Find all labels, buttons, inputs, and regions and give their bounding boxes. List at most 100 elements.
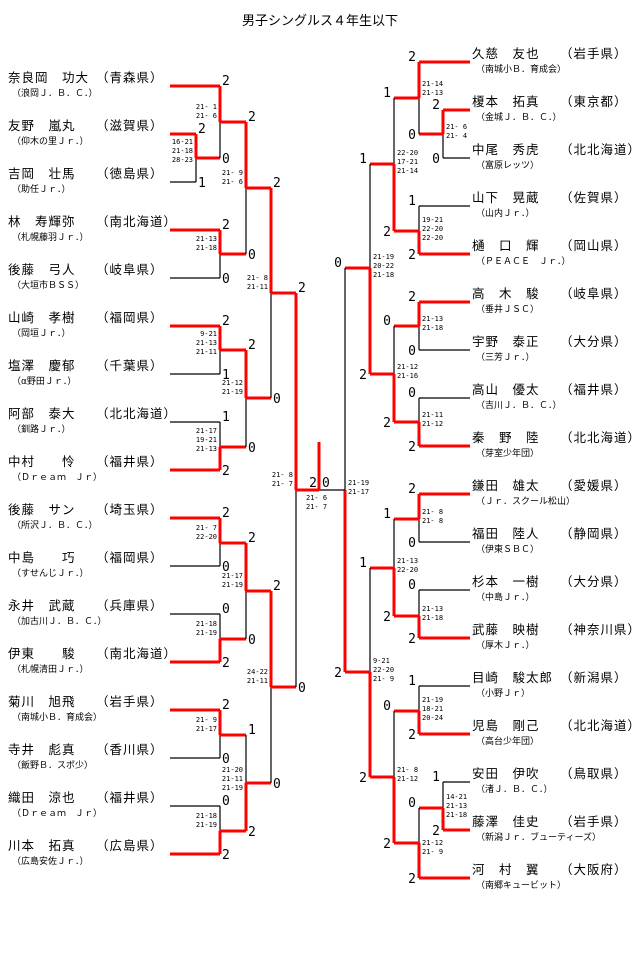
game-score: 21-14 (422, 80, 443, 88)
game-score: 21-14 (397, 167, 418, 175)
games-won: 1 (222, 410, 230, 425)
game-score: 24-22 (247, 668, 268, 676)
player-name: 山崎 孝樹 (8, 310, 76, 325)
game-score: 21-16 (397, 372, 418, 380)
game-score: 21-18 (422, 614, 443, 622)
game-score: 21-19 (222, 581, 243, 589)
player-prefecture: （岡山県） (560, 238, 628, 253)
game-score: 19-21 (196, 436, 217, 444)
game-score: 20-22 (373, 262, 394, 270)
player-club: （ＰＥＡＣＥ Ｊｒ．） (476, 257, 571, 267)
games-won: 2 (248, 531, 256, 546)
games-won: 2 (408, 728, 416, 743)
player-prefecture: （岩手県） (560, 46, 628, 61)
player-prefecture: （千葉県） (96, 358, 164, 373)
game-score: 9-21 (200, 330, 217, 338)
player-club: （厚木Ｊｒ．） (476, 641, 535, 651)
games-won: 2 (408, 482, 416, 497)
player-club: （飯野Ｂ．スポ少） (12, 761, 94, 771)
games-won: 2 (383, 837, 391, 852)
game-score: 21- 7 (272, 480, 293, 488)
player-entry: 中村 怜（福井県）（Ｄｒｅａｍ Ｊｒ） (8, 451, 173, 487)
games-won: 2 (248, 110, 256, 125)
player-prefecture: （北北海道） (96, 406, 178, 421)
games-won: 2 (432, 824, 440, 839)
player-entry: 福田 陸人（静岡県）（伊東ＳＢＣ） (472, 523, 637, 559)
player-prefecture: （岐阜県） (96, 262, 164, 277)
player-name: 林 寿輝弥 (8, 214, 76, 229)
player-name: 宇野 泰正 (472, 334, 540, 349)
game-score: 21-12 (397, 363, 418, 371)
games-won: 1 (408, 674, 416, 689)
player-entry: 藤澤 佳史（岩手県）（新潟Ｊｒ．ブューティーズ） (472, 811, 637, 847)
player-club: （仰木の里Ｊｒ．） (12, 137, 89, 147)
player-entry: 榎本 拓真（東京都）（金城Ｊ．Ｂ．Ｃ．） (472, 91, 637, 127)
games-won: 0 (432, 152, 440, 167)
player-prefecture: （南北海道） (96, 646, 178, 661)
player-club: （南城小Ｂ．育成会） (476, 65, 567, 75)
games-won: 0 (408, 128, 416, 143)
player-club: （札幌藤羽Ｊｒ．） (12, 233, 89, 243)
player-entry: 寺井 彪真（香川県）（飯野Ｂ．スポ少） (8, 739, 173, 775)
player-club: （芽室少年団） (476, 449, 540, 459)
games-won: 0 (222, 560, 230, 575)
player-prefecture: （兵庫県） (96, 598, 164, 613)
game-score: 22-20 (422, 225, 443, 233)
games-won: 2 (222, 464, 230, 479)
games-won: 2 (222, 74, 230, 89)
player-club: （金城Ｊ．Ｂ．Ｃ．） (476, 113, 562, 123)
player-entry: 織田 涼也（福井県）（Ｄｒｅａｍ Ｊｒ） (8, 787, 173, 823)
player-club: （中島Ｊｒ．） (476, 593, 535, 603)
player-club: （高台少年団） (476, 737, 540, 747)
player-entry: 河 村 翼（大阪府）（南郷キュービット） (472, 859, 637, 895)
player-name: 鎌田 雄太 (472, 478, 540, 493)
player-entry: 奈良岡 功大（青森県）（浪岡Ｊ．Ｂ．Ｃ．） (8, 67, 173, 103)
games-won: 2 (248, 338, 256, 353)
player-name: 秦 野 陸 (472, 430, 540, 445)
player-prefecture: （青森県） (96, 70, 164, 85)
game-score: 22-20 (397, 566, 418, 574)
games-won: 2 (222, 656, 230, 671)
games-won: 2 (198, 122, 206, 137)
games-won: 2 (383, 225, 391, 240)
player-entry: 友野 嵐丸（滋賀県）（仰木の里Ｊｒ．） (8, 115, 173, 151)
player-name: 川本 拓真 (8, 838, 76, 853)
player-club: （助任Ｊｒ．） (12, 185, 71, 195)
game-score: 21-13 (196, 339, 217, 347)
games-won: 0 (222, 752, 230, 767)
game-score: 21- 8 (422, 517, 443, 525)
games-won: 2 (222, 314, 230, 329)
player-entry: 児島 剛己（北北海道）（高台少年団） (472, 715, 640, 751)
game-score: 21-18 (373, 271, 394, 279)
player-prefecture: （香川県） (96, 742, 164, 757)
games-won: 2 (432, 98, 440, 113)
player-entry: 高山 優太（福井県）（吉川Ｊ．Ｂ．Ｃ．） (472, 379, 637, 415)
game-score: 21- 4 (446, 132, 467, 140)
page-title: 男子シングルス４年生以下 (241, 14, 398, 29)
player-club: （浪岡Ｊ．Ｂ．Ｃ．） (12, 89, 98, 99)
game-score: 21- 1 (196, 103, 217, 111)
player-entry: 武藤 映樹（神奈川県）（厚木Ｊｒ．） (472, 619, 640, 655)
game-score: 17-21 (397, 158, 418, 166)
player-prefecture: （広島県） (96, 838, 164, 853)
player-prefecture: （新潟県） (560, 670, 628, 685)
player-entry: 目崎 駿太郎（新潟県）（小野Ｊｒ） (472, 667, 637, 703)
game-score: 21-13 (196, 235, 217, 243)
player-prefecture: （北北海道） (560, 718, 640, 733)
game-score: 21- 9 (222, 169, 243, 177)
games-won: 2 (222, 848, 230, 863)
games-won: 2 (334, 666, 342, 681)
player-club: （Ｄｒｅａｍ Ｊｒ） (12, 809, 103, 819)
player-club: （札幌清田Ｊｒ．） (12, 665, 89, 675)
games-won: 1 (359, 556, 367, 571)
game-score: 21-19 (196, 629, 217, 637)
games-won: 0 (273, 777, 281, 792)
player-entry: 山下 晃蔵（佐賀県）（山内Ｊｒ．） (472, 187, 637, 223)
game-score: 21- 9 (422, 848, 443, 856)
player-club: （新潟Ｊｒ．ブューティーズ） (476, 833, 602, 843)
player-club: （加古川Ｊ．Ｂ．Ｃ．） (12, 617, 107, 627)
player-name: 久慈 友也 (472, 46, 540, 61)
player-club: （所沢Ｊ．Ｂ．Ｃ．） (12, 521, 98, 531)
player-club: （渚Ｊ．Ｂ．Ｃ．） (476, 785, 553, 795)
player-prefecture: （愛媛県） (560, 478, 628, 493)
